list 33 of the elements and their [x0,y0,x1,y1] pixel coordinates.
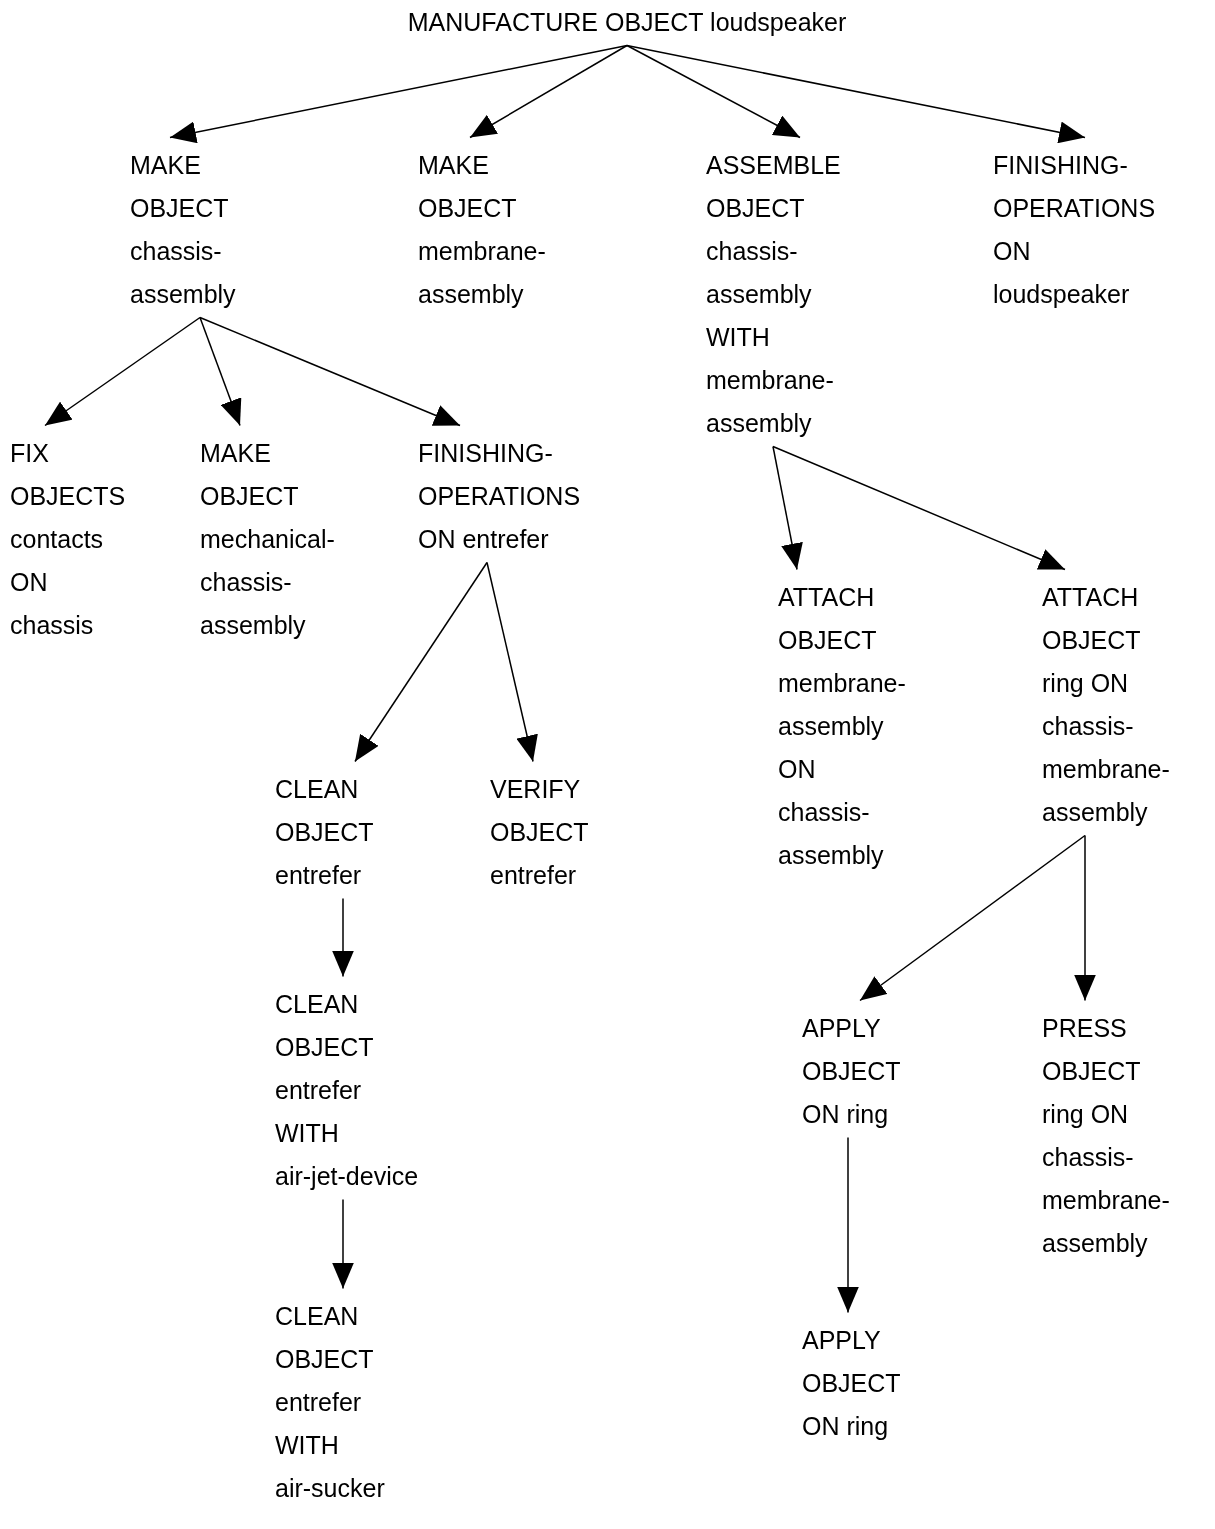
arrow [199,316,242,427]
arrow [199,316,461,427]
arrow [626,44,1086,144]
step-label: APPLY OBJECT ON ring [802,1006,901,1136]
arrow [859,834,1086,1002]
step-label: CLEAN OBJECT entrefer WITH air-sucker [275,1294,385,1510]
step-label: MAKE OBJECT membrane-assembly [418,143,546,316]
step-label: FIX OBJECTS contacts ON chassis [10,431,126,647]
arrow [44,316,201,427]
arrow [332,1198,354,1290]
step-label: CLEAN OBJECT entrefer WITH air-jet-device [275,982,419,1198]
step-label: FINISHING-OPERATIONS ON entrefer [418,431,581,561]
step-label: ASSEMBLE OBJECT chassis-assembly WITH membrane-assembly [706,143,841,445]
arrow [169,44,628,144]
step-label: CLEAN OBJECT entrefer [275,767,374,897]
step-label: ATTACH OBJECT ring ON chassis-membrane-assembly [1042,575,1170,834]
step-label: MAKE OBJECT mechanical-chassis-assembly [200,431,335,647]
root-step-label: MANUFACTURE OBJECT loudspeaker [407,0,847,44]
arrow [772,445,803,571]
step-label: ATTACH OBJECT membrane-assembly ON chassis-assembly [778,575,906,877]
arrow [626,44,801,139]
arrow [1074,834,1096,1002]
arrow [332,897,354,978]
step-label: PRESS OBJECT ring ON chassis-membrane-assembly [1042,1006,1170,1265]
step-label: MAKE OBJECT chassis-assembly [130,143,236,316]
arrow [486,561,538,763]
step-label: FINISHING-OPERATIONS ON loudspeaker [993,143,1156,316]
arrow [772,445,1066,571]
arrow [469,44,628,139]
arrow [837,1136,859,1314]
arrow [354,561,488,763]
step-label: APPLY OBJECT ON ring [802,1318,901,1448]
step-label: VERIFY OBJECT entrefer [490,767,589,897]
